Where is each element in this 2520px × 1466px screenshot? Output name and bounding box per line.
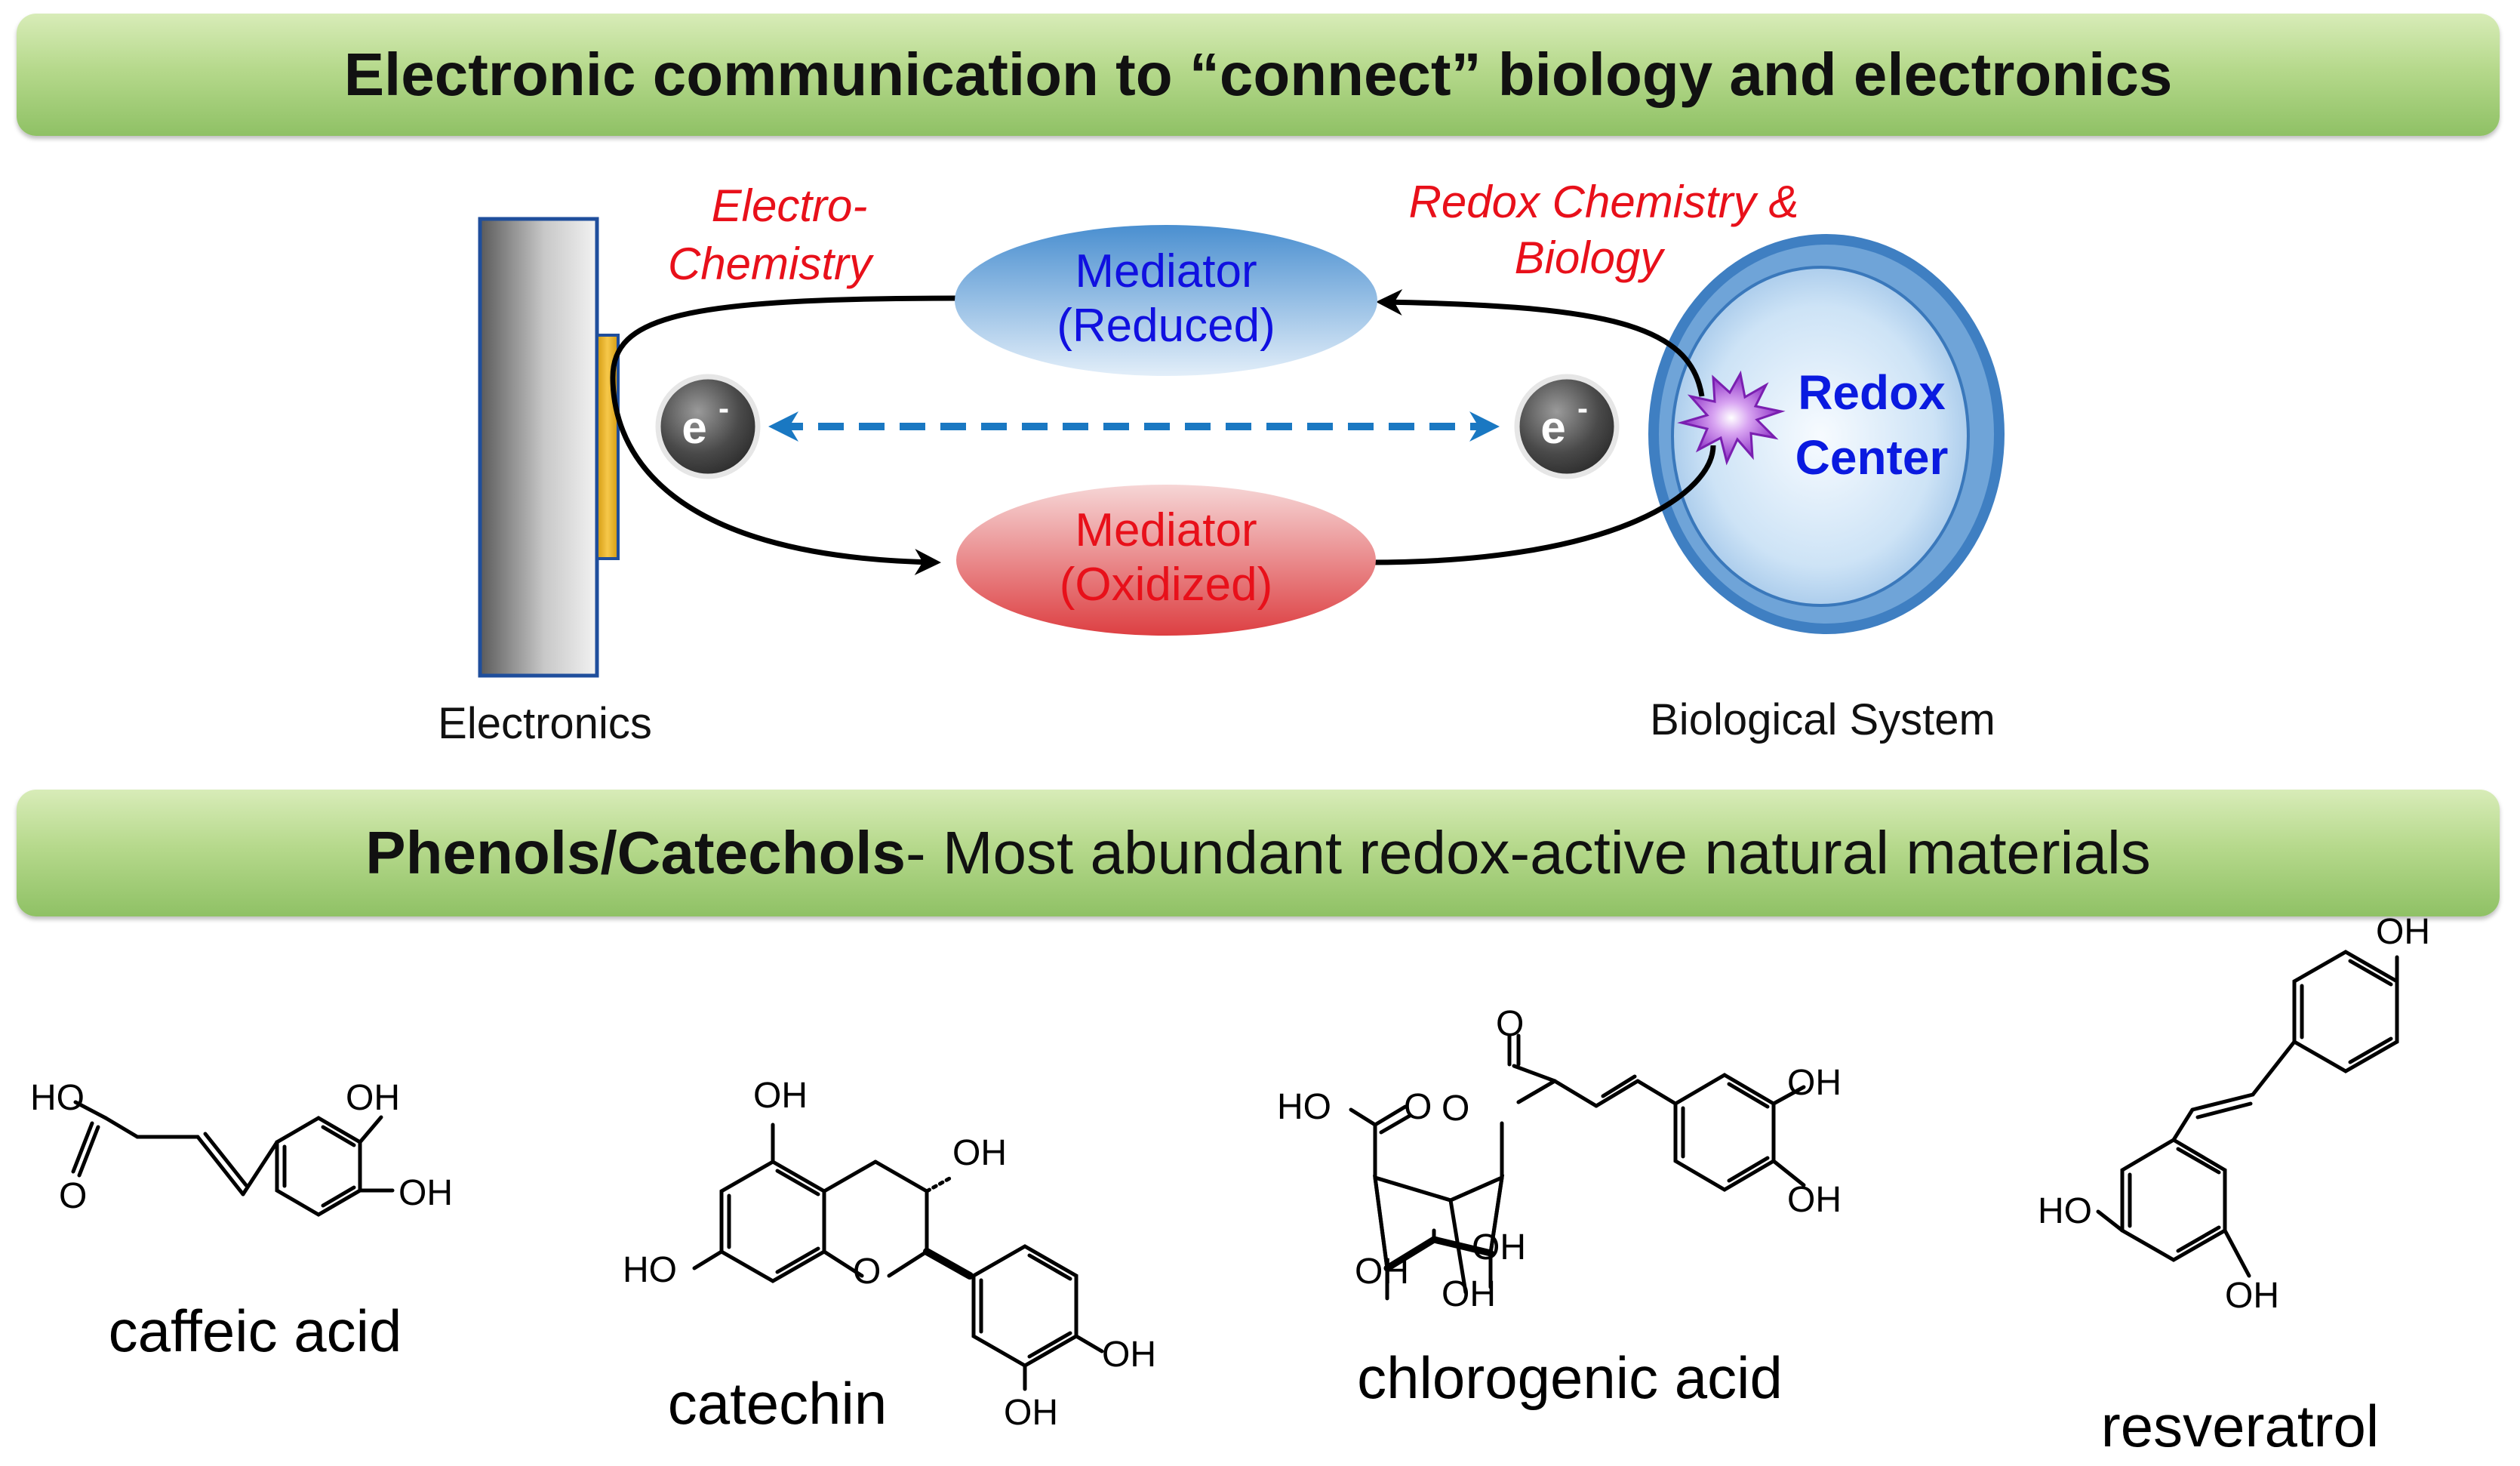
electron-left-symbol: e — [682, 402, 706, 453]
mediator-reduced — [955, 225, 1377, 376]
mediator-oxidized — [956, 485, 1376, 636]
chlorogenic-oh-r2: OH — [1787, 1180, 1842, 1220]
electrode — [478, 217, 620, 678]
electron-left-superscript: - — [718, 390, 729, 426]
chlorogenic-acid-name: chlorogenic acid — [1357, 1344, 1783, 1411]
chlorogenic-oh-b: OH — [1472, 1227, 1526, 1267]
electron-right-superscript: - — [1577, 390, 1588, 426]
chlorogenic-oh-a: OH — [1355, 1252, 1409, 1292]
biological-cell — [1648, 234, 2005, 634]
resveratrol-name: resveratrol — [2101, 1393, 2379, 1459]
electronics-label: Electronics — [438, 699, 652, 748]
chlorogenic-oh-c: OH — [1442, 1274, 1496, 1314]
mediator-oxidized-line2: (Oxidized) — [1060, 559, 1273, 611]
chlorogenic-oh-r1: OH — [1787, 1063, 1842, 1103]
redox-biology-label-line2: Biology — [1515, 233, 1666, 283]
caffeic-acid-structure — [71, 1100, 395, 1217]
chlorogenic-acid-structure — [1349, 1033, 1806, 1301]
redox-star-icon — [1677, 370, 1786, 466]
circuit-loop — [610, 288, 1716, 575]
catechin-name: catechin — [668, 1370, 888, 1437]
catechin-ho: HO — [623, 1250, 677, 1290]
resveratrol-structure — [2096, 950, 2399, 1278]
catechin-structure — [692, 1123, 1104, 1391]
mediator-oxidized-line1: Mediator — [1075, 504, 1257, 556]
caffeic-o: O — [59, 1176, 87, 1216]
catechin-oh-top: OH — [753, 1076, 808, 1116]
resveratrol-oh-top: OH — [2376, 912, 2430, 952]
chlorogenic-o-top: O — [1496, 1004, 1524, 1044]
caffeic-acid-name: caffeic acid — [109, 1298, 402, 1364]
electron-right: e - — [1514, 374, 1620, 479]
catechin-oh-r1: OH — [1102, 1335, 1156, 1375]
resveratrol-oh-bot: OH — [2225, 1276, 2279, 1316]
mediator-reduced-line2: (Reduced) — [1057, 300, 1275, 352]
electron-left: e - — [655, 374, 761, 479]
electrochemistry-label-line2: Chemistry — [668, 239, 875, 289]
electron-right-symbol: e — [1540, 402, 1565, 453]
caffeic-oh1: OH — [346, 1078, 400, 1118]
catechin-oh-ring: OH — [952, 1133, 1007, 1173]
redox-biology-label-line1: Redox Chemistry & — [1409, 177, 1799, 227]
caffeic-oh2: OH — [398, 1173, 453, 1213]
electrochemistry-label-line1: Electro- — [712, 180, 868, 231]
resveratrol-ho: HO — [2038, 1191, 2092, 1231]
redox-center-line2: Center — [1795, 430, 1949, 485]
catechin-oh-r2: OH — [1004, 1393, 1058, 1433]
catechin-o: O — [853, 1252, 881, 1292]
mediator-reduced-line1: Mediator — [1075, 245, 1257, 297]
chlorogenic-o-acid: O — [1404, 1087, 1432, 1127]
bottom-banner: Phenols/Catechols - Most abundant redox-… — [17, 790, 2500, 916]
redox-center-line1: Redox — [1798, 365, 1946, 420]
top-banner-title: Electronic communication to “connect” bi… — [343, 41, 2173, 108]
bottom-banner-bold: Phenols/Catechols — [365, 819, 906, 886]
biological-system-label: Biological System — [1650, 695, 1995, 744]
top-banner: Electronic communication to “connect” bi… — [17, 14, 2500, 136]
bottom-banner-text: - Most abundant redox-active natural mat… — [906, 819, 2151, 886]
chlorogenic-o-ester: O — [1442, 1089, 1469, 1129]
caffeic-ho: HO — [30, 1078, 85, 1118]
chlorogenic-ho: HO — [1277, 1087, 1331, 1127]
